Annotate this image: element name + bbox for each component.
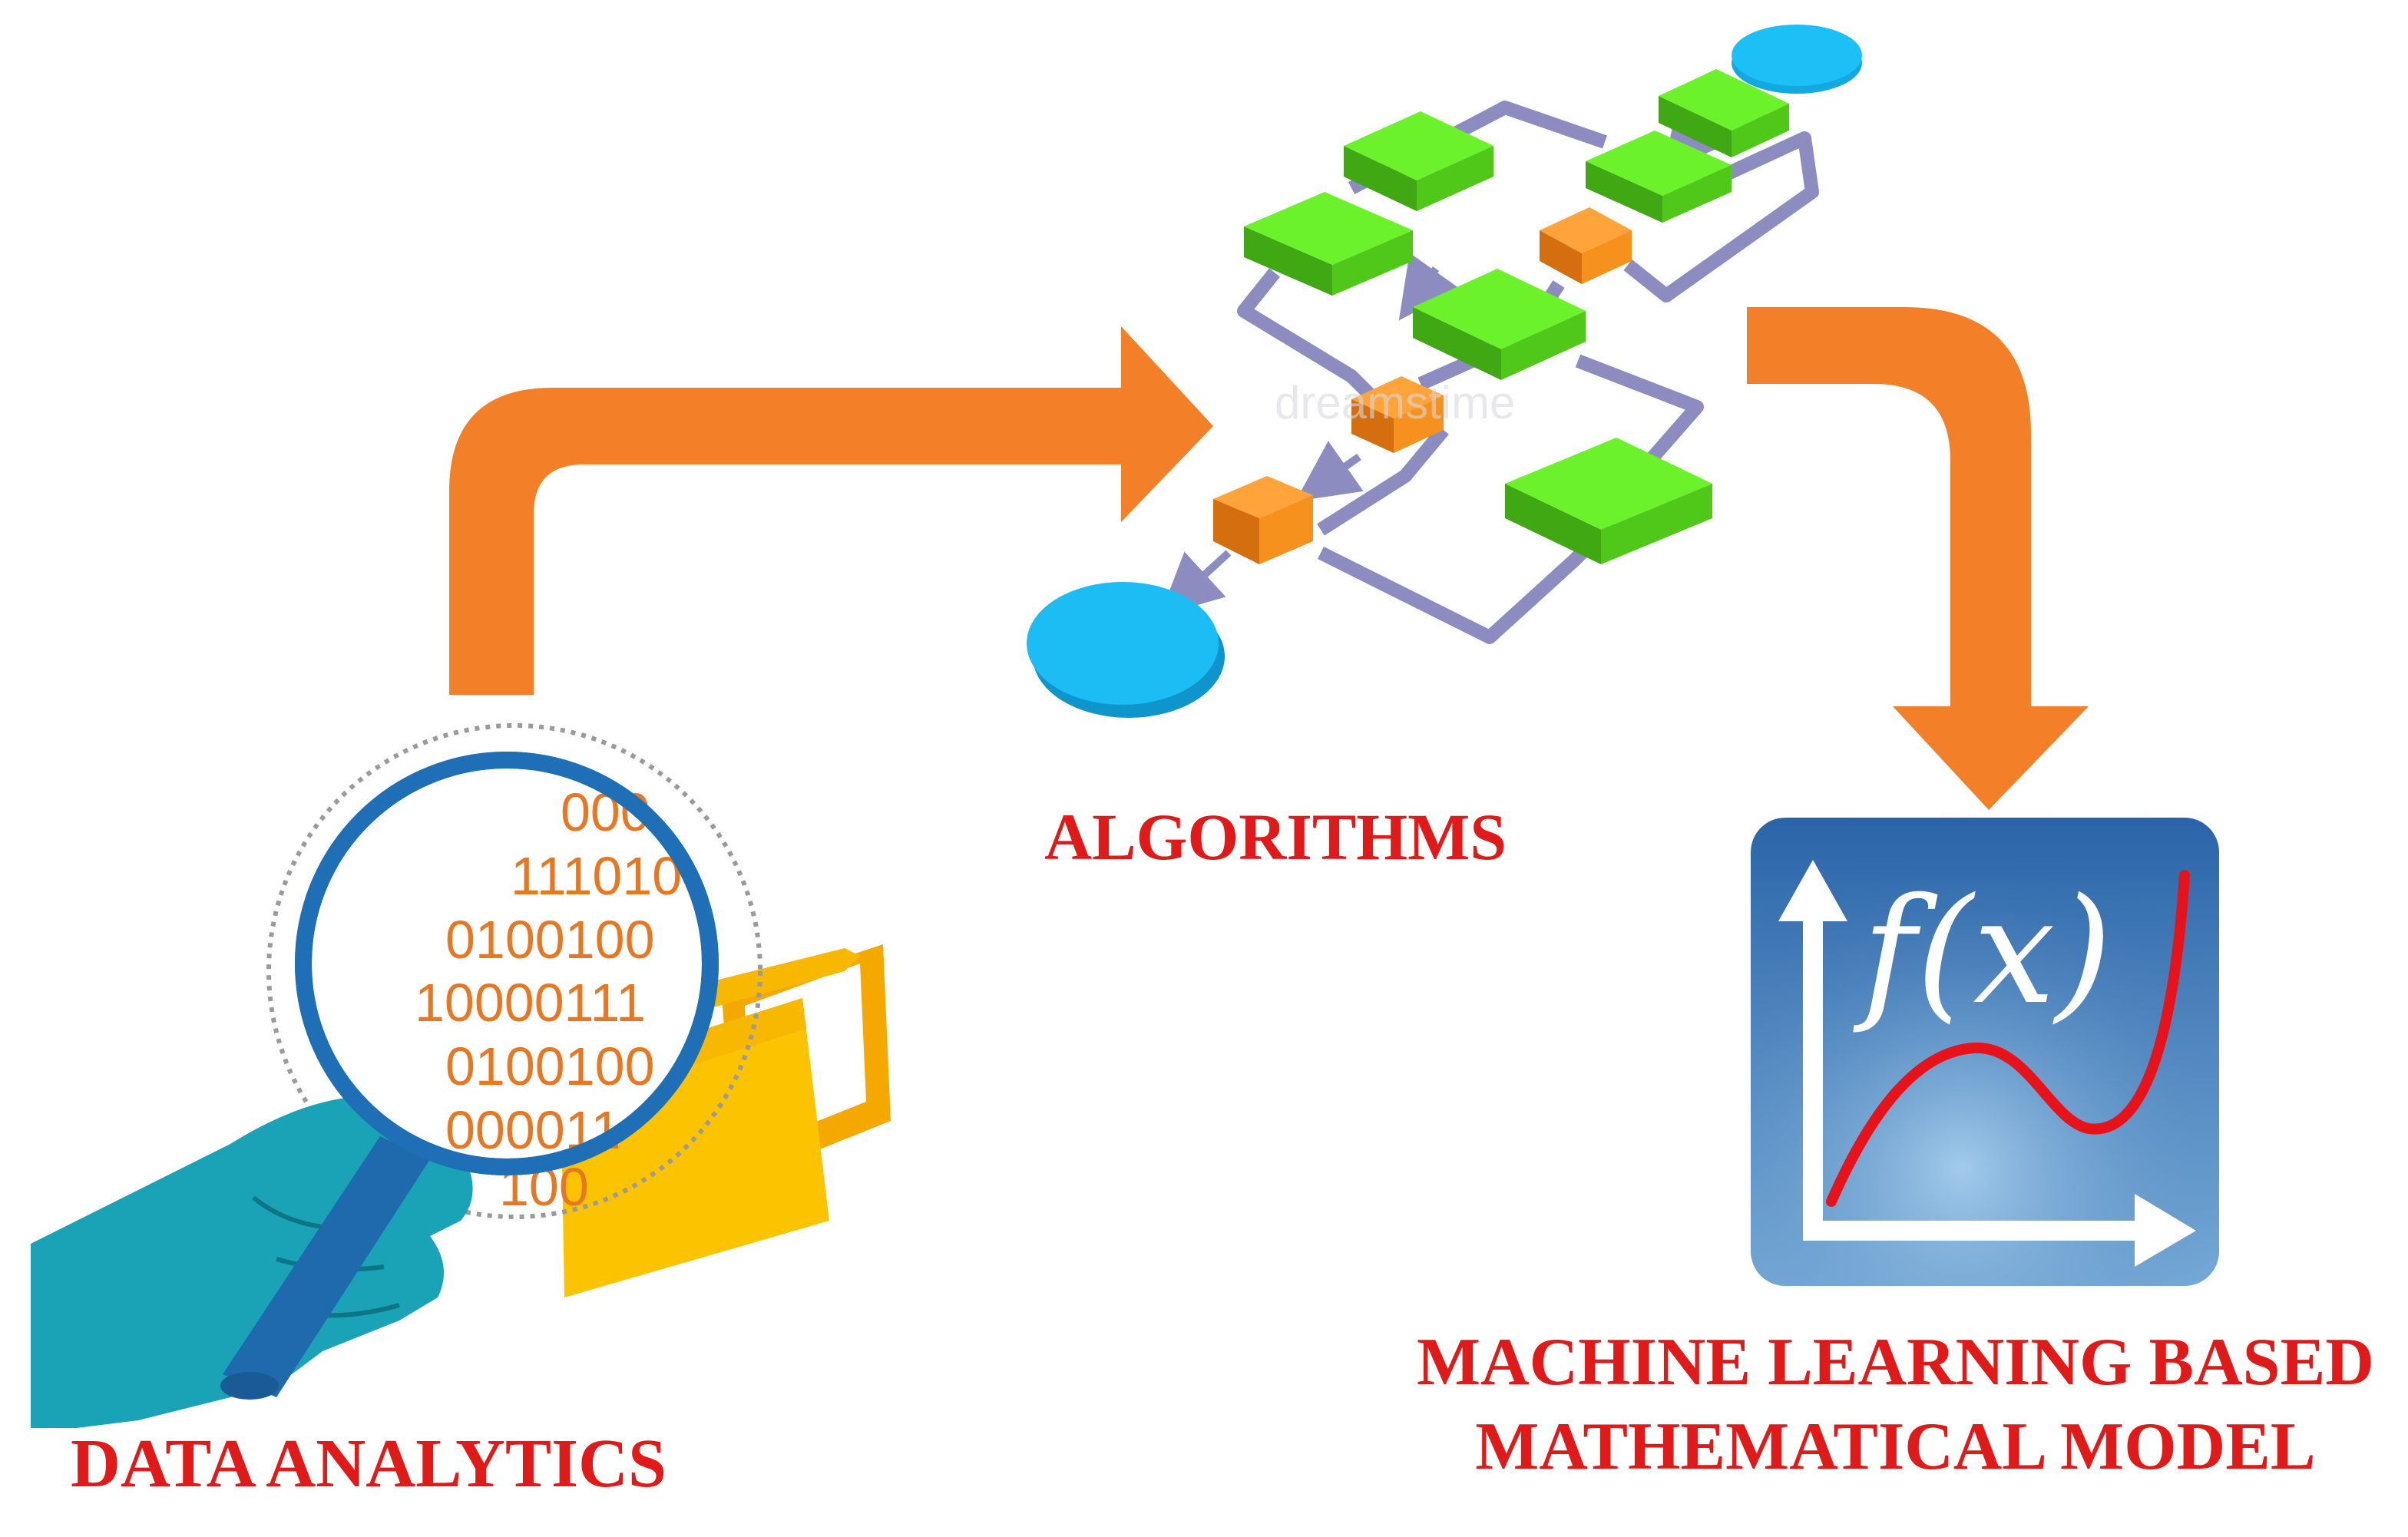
arrow-to-model <box>1747 307 2089 810</box>
decision-box <box>1540 207 1632 284</box>
magnifying-glass-icon: 000 111010 0100100 10000111 0100100 0000… <box>295 752 719 1217</box>
axes-icon <box>1778 860 2196 1267</box>
magnifier-handle <box>220 1136 430 1400</box>
function-graph-icon: f(x) <box>1751 818 2219 1286</box>
flowchart-icon: dreamstime <box>1027 25 1862 718</box>
process-box <box>1413 269 1586 380</box>
process-box <box>1244 192 1413 296</box>
watermark-text: dreamstime <box>1275 377 1515 428</box>
function-label: f(x) <box>1853 867 2112 1036</box>
decision-box <box>1351 376 1444 453</box>
terminal-end <box>1027 582 1225 718</box>
algorithms-label: ALGORITHMS <box>1044 800 1507 874</box>
binary-line: 111010 <box>511 846 682 906</box>
binary-line: 10000111 <box>415 973 646 1033</box>
ml-model-label-line1: MACHINE LEARNING BASED <box>1417 1325 2374 1400</box>
arrow-to-algorithms <box>449 326 1213 695</box>
decision-box <box>1213 476 1313 564</box>
process-box <box>1586 131 1732 223</box>
data-analytics-illustration: 000 111010 0100100 10000111 0100100 0000… <box>31 723 891 1428</box>
ml-model-label-line2: MATHEMATICAL MODEL <box>1475 1410 2316 1484</box>
process-box <box>1505 438 1712 564</box>
binary-line: 0100100 <box>445 1036 655 1096</box>
data-analytics-label: DATA ANALYTICS <box>71 1426 667 1502</box>
process-box <box>1344 111 1493 211</box>
binary-line: 0100100 <box>445 910 655 970</box>
process-box <box>1659 69 1789 157</box>
function-curve <box>1826 870 2190 1207</box>
dotted-ring <box>266 723 762 1219</box>
ml-model-label: MACHINE LEARNING BASED MATHEMATICAL MODE… <box>1417 1320 2374 1489</box>
terminal-start <box>1732 25 1862 94</box>
